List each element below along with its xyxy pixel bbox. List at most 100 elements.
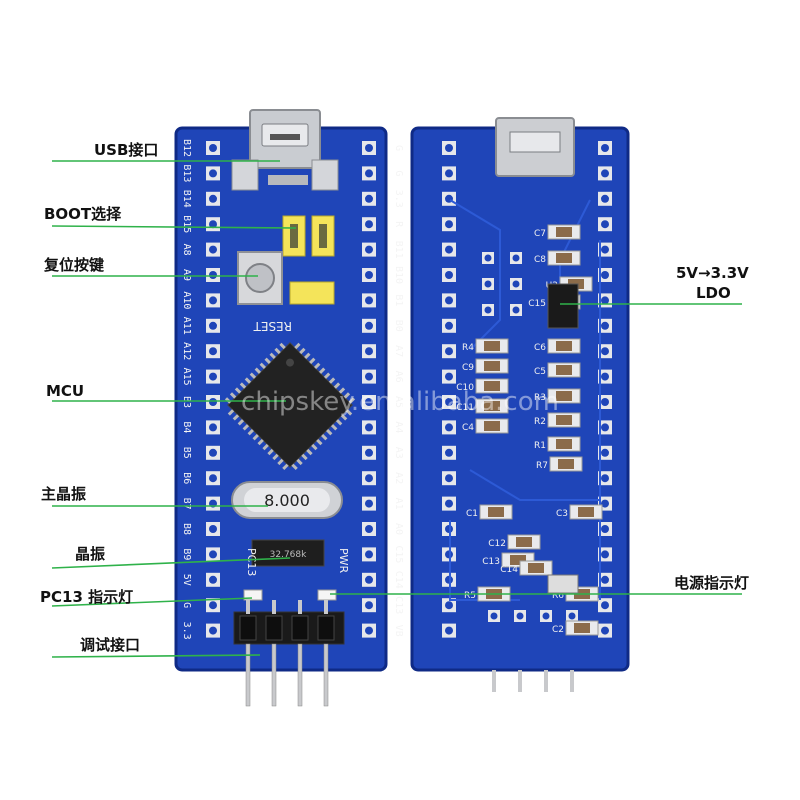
pin-label: A8 xyxy=(181,244,192,256)
smd-label: C8 xyxy=(534,255,546,265)
smd-label: R7 xyxy=(536,461,548,471)
pin-label: B10 xyxy=(393,266,404,284)
smd-label: C12 xyxy=(488,539,506,549)
pin-label: A0 xyxy=(393,523,404,535)
label-debug-port: 调试接口 xyxy=(80,636,141,654)
pin-label: A5 xyxy=(393,396,404,408)
pin-label: B0 xyxy=(393,320,404,332)
pin-label: A1 xyxy=(393,498,404,510)
smd-label: R2 xyxy=(534,417,546,427)
label-mcu: MCU xyxy=(46,382,85,400)
smd-label: C7 xyxy=(534,229,546,239)
pin-label: A15 xyxy=(181,368,192,386)
smd-label: C5 xyxy=(534,367,546,377)
pin-label: C14 xyxy=(393,571,404,589)
usb-connector-front xyxy=(231,109,339,191)
pin-label: 3.3 xyxy=(181,622,192,640)
smd-label: R5 xyxy=(464,591,476,601)
pin-label: B7 xyxy=(181,498,192,510)
reset-silk: RESET xyxy=(253,319,292,333)
mcu-chip xyxy=(224,342,356,471)
callout-lines xyxy=(51,160,742,658)
pwr-silk: PWR xyxy=(337,548,350,574)
callout-line-crystal xyxy=(51,557,291,569)
power-led-front xyxy=(317,589,337,601)
rtc-crystal-text: 32.768k xyxy=(270,550,307,560)
smd-label: C11 xyxy=(456,403,474,413)
smd-label: C15 xyxy=(528,299,546,309)
main-crystal: 8.000 xyxy=(231,481,343,519)
pin-label: 5V xyxy=(181,574,192,586)
pin-label: B5 xyxy=(181,447,192,459)
usb-connector-back xyxy=(495,117,575,177)
pin-label: B4 xyxy=(181,421,192,433)
callout-line-debug xyxy=(51,654,261,658)
pin-label: A2 xyxy=(393,472,404,484)
label-ldo: LDO xyxy=(696,284,731,302)
pin-label: A7 xyxy=(393,345,404,357)
label-usb: USB接口 xyxy=(94,141,159,159)
pin-label: B12 xyxy=(181,139,192,157)
label-boot: BOOT选择 xyxy=(44,205,122,223)
board-front: B12B13B14B15A8A9A10A11A12A15B3B4B5B6B7B8… xyxy=(174,109,404,672)
pin-label: G xyxy=(393,170,404,176)
pin-label: R xyxy=(393,221,404,228)
front-right-header: GG3.3RB11B10B1B0A7A6A5A4A3A2A1A0C15C14C1… xyxy=(362,141,404,638)
pin-label: B1 xyxy=(393,294,404,306)
ldo-chip xyxy=(547,283,579,329)
back-mid-pads xyxy=(482,252,578,622)
pin-label: A4 xyxy=(393,421,404,433)
power-led-back xyxy=(547,574,579,594)
debug-header xyxy=(233,600,345,645)
smd-label: C9 xyxy=(462,363,474,373)
back-right-header xyxy=(598,141,612,638)
smd-label: C6 xyxy=(534,343,546,353)
pin-label: A9 xyxy=(181,269,192,281)
callout-line-pc13 xyxy=(51,597,253,607)
pin-label: C13 xyxy=(393,596,404,614)
watermark: chipskey.en.alibaba.com xyxy=(241,387,559,417)
smd-label: R1 xyxy=(534,441,546,451)
pin-label: A11 xyxy=(181,317,192,335)
label-power-led: 电源指示灯 xyxy=(674,574,750,592)
pin-label: VB xyxy=(393,625,404,637)
label-ldo-voltage: 5V→3.3V xyxy=(676,264,749,282)
pin-label: B11 xyxy=(393,241,404,259)
smd-label: C1 xyxy=(466,509,478,519)
pin-label: 3.3 xyxy=(393,190,404,208)
back-pins xyxy=(492,670,574,692)
back-left-header xyxy=(442,141,456,638)
label-pc13-led: PC13 指示灯 xyxy=(40,588,134,606)
boot-jumpers xyxy=(282,215,335,305)
pin-label: B3 xyxy=(181,396,192,408)
label-main-crystal: 主晶振 xyxy=(41,485,87,503)
pin-label: B15 xyxy=(181,215,192,233)
pc13-led xyxy=(243,589,263,601)
pin-label: B13 xyxy=(181,164,192,182)
smd-label: C3 xyxy=(556,509,568,519)
smd-label: R6 xyxy=(552,591,564,601)
label-reset-key: 复位按键 xyxy=(44,256,105,274)
pc13-silk: PC13 xyxy=(245,548,258,576)
pin-label: A3 xyxy=(393,447,404,459)
pin-label: A12 xyxy=(181,342,192,360)
front-left-header: B12B13B14B15A8A9A10A11A12A15B3B4B5B6B7B8… xyxy=(181,139,220,640)
label-crystal: 晶振 xyxy=(75,545,106,563)
front-debug-pins xyxy=(245,643,329,707)
crystal-value: 8.000 xyxy=(264,491,310,510)
board-back: C7C8R4C9C10C11C4U2C6C5R3R2R1C12C13C14R5R… xyxy=(410,117,630,692)
smd-label: C4 xyxy=(462,423,474,433)
smd-label: R3 xyxy=(534,393,546,403)
reset-button: RESET xyxy=(237,251,292,333)
pin-label: A10 xyxy=(181,291,192,309)
pin-label: A6 xyxy=(393,371,404,383)
callout-line-boot xyxy=(51,225,297,229)
pin-label: G xyxy=(181,602,192,608)
rtc-crystal: 32.768k xyxy=(251,539,325,567)
smd-label: C14 xyxy=(500,565,518,575)
pin-label: B6 xyxy=(181,472,192,484)
pin-label: B14 xyxy=(181,190,192,208)
pin-label: G xyxy=(393,145,404,151)
smd-label: R4 xyxy=(462,343,474,353)
